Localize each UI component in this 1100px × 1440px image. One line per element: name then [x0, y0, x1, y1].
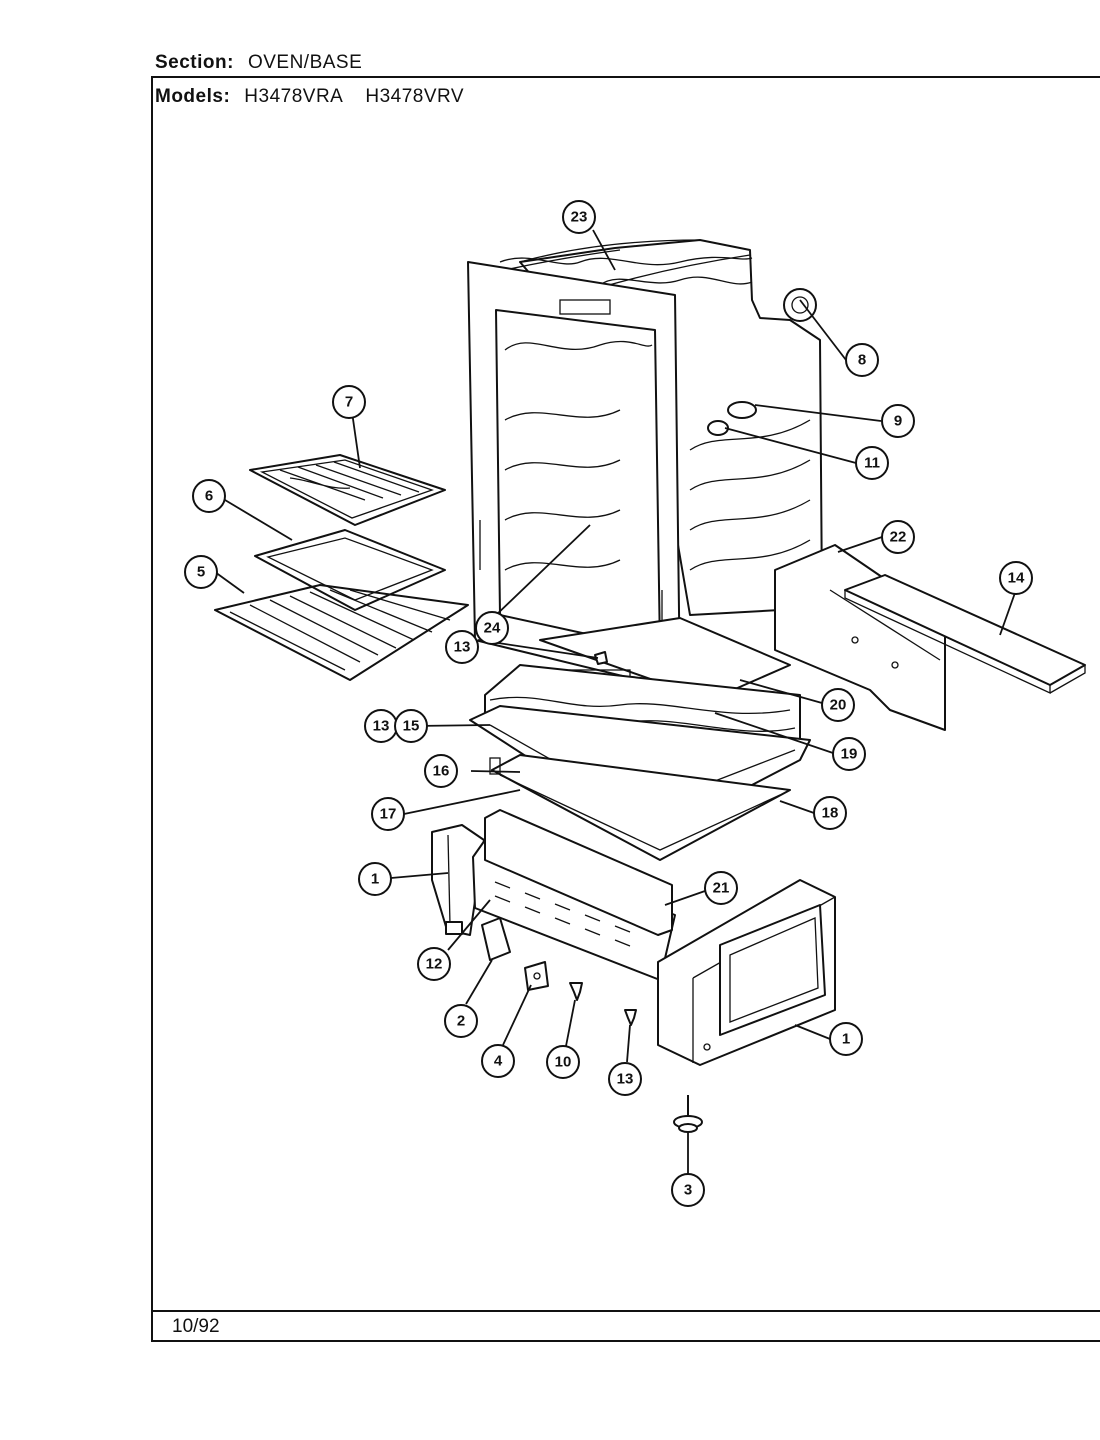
svg-text:6: 6	[205, 488, 213, 505]
svg-text:14: 14	[1008, 570, 1025, 587]
svg-text:13: 13	[373, 718, 390, 735]
leveling-leg-part	[673, 1095, 703, 1133]
screw-part	[569, 651, 637, 1026]
callout-24: 24	[475, 611, 509, 645]
callout-6: 6	[192, 479, 226, 513]
svg-text:15: 15	[403, 718, 420, 735]
callout-10: 10	[546, 1045, 580, 1079]
svg-text:8: 8	[858, 352, 866, 369]
svg-text:5: 5	[197, 564, 205, 581]
svg-text:4: 4	[494, 1053, 503, 1070]
callout-4: 4	[481, 1044, 515, 1078]
callout-9: 9	[881, 404, 915, 438]
bracket-part	[481, 917, 511, 961]
front-base-panel-part	[472, 809, 676, 981]
callout-14: 14	[999, 561, 1033, 595]
callout-23: 22	[881, 520, 915, 554]
callout-21: 21	[704, 871, 738, 905]
callout-16: 16	[424, 754, 458, 788]
callout-11: 11	[855, 446, 889, 480]
burner-assembly-part	[489, 754, 791, 861]
svg-text:2: 2	[457, 1013, 465, 1030]
section-heading: Section: OVEN/BASE	[155, 52, 362, 74]
callout-22: 23	[562, 200, 596, 234]
callout-12: 12	[417, 947, 451, 981]
callout-5: 5	[184, 555, 218, 589]
svg-text:13: 13	[617, 1071, 634, 1088]
rear-channel-part	[844, 574, 1086, 695]
svg-text:12: 12	[426, 956, 443, 973]
callout-18: 18	[813, 796, 847, 830]
svg-text:19: 19	[841, 746, 858, 763]
svg-text:1: 1	[842, 1031, 850, 1048]
callout-7: 7	[332, 385, 366, 419]
svg-text:10: 10	[555, 1054, 572, 1071]
oven-front-frame-part	[467, 261, 681, 691]
callout-13-lower: 13	[608, 1062, 642, 1096]
svg-text:13: 13	[454, 639, 471, 656]
svg-text:7: 7	[345, 394, 353, 411]
callout-1-right: 1	[829, 1022, 863, 1056]
callout-20: 20	[821, 688, 855, 722]
clip-part	[524, 961, 549, 991]
svg-text:24: 24	[484, 620, 501, 637]
callout-1-left: 1	[358, 862, 392, 896]
callout-17: 17	[371, 797, 405, 831]
callout-19: 19	[832, 737, 866, 771]
models-heading: Models: H3478VRA H3478VRV	[155, 86, 464, 108]
callout-13-mid: 13	[364, 709, 398, 743]
svg-text:16: 16	[433, 763, 450, 780]
svg-text:18: 18	[822, 805, 839, 822]
oven-rack-part	[214, 584, 469, 681]
callout-15: 15	[394, 709, 428, 743]
svg-text:20: 20	[830, 697, 847, 714]
svg-text:22: 22	[890, 529, 907, 546]
footer-date: 10/92	[172, 1316, 220, 1337]
leader-lines	[214, 229, 1017, 1174]
diagram-frame	[151, 76, 1100, 1342]
svg-text:21: 21	[713, 880, 730, 897]
models-label: Models:	[155, 86, 231, 107]
svg-text:11: 11	[864, 455, 880, 472]
side-panel-left-part	[431, 824, 485, 936]
svg-text:9: 9	[894, 413, 902, 430]
callout-8: 8	[845, 343, 879, 377]
callout-2: 2	[444, 1004, 478, 1038]
svg-text:17: 17	[380, 806, 397, 823]
section-label: Section:	[155, 52, 234, 73]
callout-13-upper: 13	[445, 630, 479, 664]
svg-text:23: 23	[571, 209, 588, 226]
side-panel-right-part	[657, 879, 836, 1066]
model-number-2: H3478VRV	[365, 86, 465, 107]
callout-labels: 23 8 9 11 7 6 5 22 14 13 24 20 19 13 15 …	[184, 200, 1033, 1207]
svg-text:3: 3	[684, 1182, 692, 1199]
section-value: OVEN/BASE	[247, 52, 363, 73]
callout-3: 3	[671, 1173, 705, 1207]
footer-rule	[151, 1310, 1100, 1312]
model-number-1: H3478VRA	[244, 86, 344, 107]
broil-pan-insert-part	[249, 454, 446, 526]
svg-text:1: 1	[371, 871, 379, 888]
